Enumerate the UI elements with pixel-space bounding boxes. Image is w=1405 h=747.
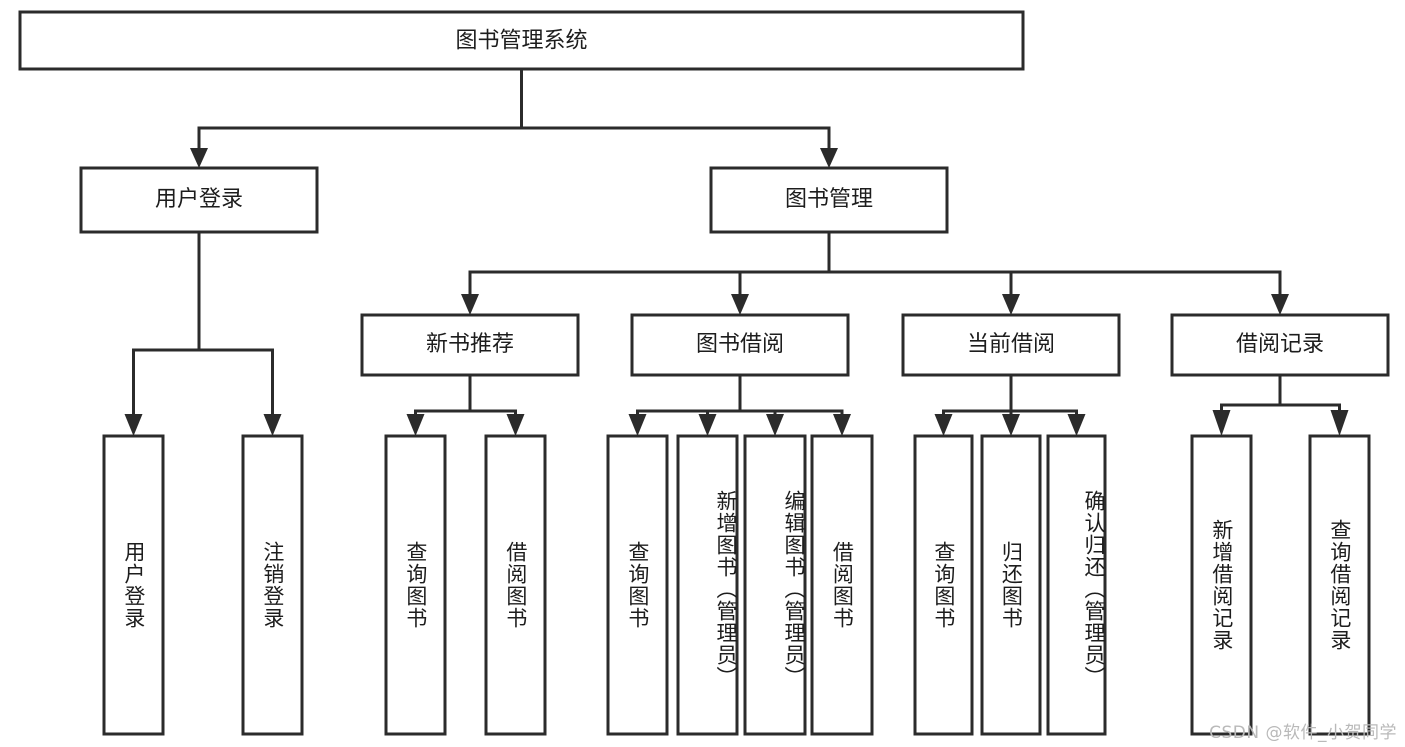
node-box-borrow-record[interactable] bbox=[1170, 313, 1390, 377]
node-label-new-book-recommend: 新书推荐 bbox=[426, 332, 514, 357]
node-label-user-login: 用户登录 bbox=[155, 187, 243, 212]
arrowhead-leaf-return-book bbox=[1002, 414, 1020, 436]
leaf-box-logout[interactable] bbox=[241, 434, 304, 736]
node-boxes: 图书管理系统 用户登录 图书管理 新书推荐 图书借阅 当前借阅 借阅记录 bbox=[18, 10, 1390, 377]
arrowhead-leaf-add-book bbox=[698, 414, 717, 436]
node-label-book-borrow: 图书借阅 bbox=[696, 332, 784, 357]
connector-lines bbox=[124, 67, 1349, 436]
arrowhead-leaf-edit-book bbox=[766, 414, 784, 436]
leaf-box-add-record[interactable] bbox=[1190, 434, 1253, 736]
node-label-current-borrow: 当前借阅 bbox=[967, 332, 1055, 357]
arrowhead-leaf-borrow-book-2 bbox=[833, 414, 851, 436]
node-box-current-borrow[interactable] bbox=[901, 313, 1121, 377]
arrowhead-user-login bbox=[190, 148, 208, 168]
arrowhead-leaf-add-record bbox=[1212, 410, 1231, 436]
leaf-box-query-book-3[interactable] bbox=[913, 434, 974, 736]
leaf-box-borrow-book-1[interactable] bbox=[484, 434, 547, 736]
node-label-book-manage: 图书管理 bbox=[785, 187, 873, 212]
leaf-box-query-record[interactable] bbox=[1308, 434, 1371, 736]
arrowhead-current-borrow bbox=[1002, 294, 1020, 315]
node-box-book-manage[interactable] bbox=[709, 166, 949, 234]
arrowhead-leaf-query-book-3 bbox=[934, 414, 953, 436]
arrowhead-new-book-recommend bbox=[461, 294, 479, 315]
leaf-box-edit-book[interactable] bbox=[743, 434, 807, 736]
leaf-box-borrow-book-2[interactable] bbox=[810, 434, 874, 736]
node-box-user-login[interactable] bbox=[79, 166, 319, 234]
node-box-new-book-recommend[interactable] bbox=[360, 313, 580, 377]
arrowhead-leaf-query-book-2 bbox=[628, 414, 647, 436]
arrowhead-leaf-user-login bbox=[124, 414, 143, 436]
leaf-boxes bbox=[102, 434, 1371, 736]
leaf-box-query-book-1[interactable] bbox=[384, 434, 447, 736]
node-label-title: 图书管理系统 bbox=[455, 29, 587, 54]
arrowhead-borrow-record bbox=[1271, 294, 1289, 315]
arrowhead-leaf-borrow-book-1 bbox=[506, 414, 525, 436]
node-label-borrow-record: 借阅记录 bbox=[1236, 332, 1324, 357]
leaf-box-query-book-2[interactable] bbox=[606, 434, 669, 736]
csdn-watermark: CSDN @软件_小贺同学 bbox=[1209, 723, 1397, 743]
node-box-title[interactable] bbox=[18, 10, 1025, 71]
leaf-box-user-login[interactable] bbox=[102, 434, 165, 736]
arrowhead-leaf-query-book-1 bbox=[406, 414, 425, 436]
arrowhead-book-manage bbox=[820, 148, 838, 168]
arrowhead-book-borrow bbox=[731, 294, 749, 315]
leaf-box-confirm-return[interactable] bbox=[1046, 434, 1107, 736]
leaf-box-add-book[interactable] bbox=[676, 434, 739, 736]
arrowhead-leaf-logout bbox=[263, 414, 282, 436]
node-box-book-borrow[interactable] bbox=[630, 313, 850, 377]
arrowhead-leaf-query-record bbox=[1330, 410, 1349, 436]
arrowhead-leaf-confirm-return bbox=[1067, 414, 1086, 436]
leaf-box-return-book[interactable] bbox=[980, 434, 1042, 736]
